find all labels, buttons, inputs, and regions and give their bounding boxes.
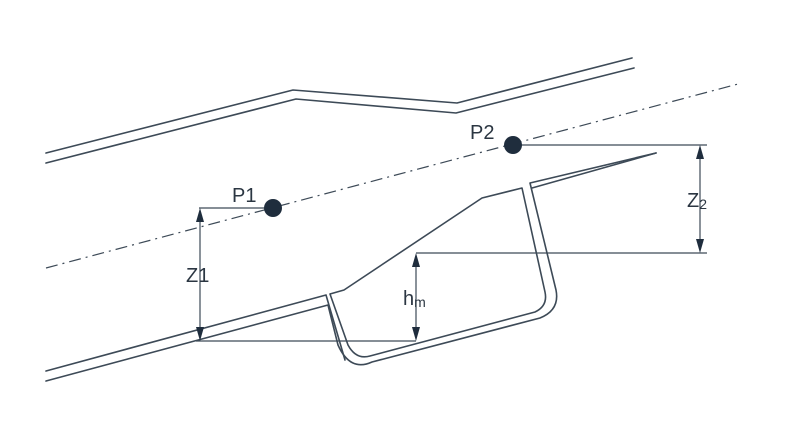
label-hm-main: h [403,288,414,310]
label-z2: Z2 [687,190,707,212]
label-p1: P1 [232,185,256,207]
label-z1: Z1 [186,265,209,287]
label-z2-subscript: 2 [699,196,707,212]
point-p1-marker [264,199,282,217]
lower-pipe-wall-with-manometer [45,152,657,382]
upper-pipe-wall [45,57,635,164]
hm-dimension [412,253,420,341]
label-hm: hm [403,288,426,310]
z1-dimension [196,207,416,342]
z2-dimension [416,144,707,254]
label-hm-subscript: m [414,294,426,310]
point-p2-marker [504,136,522,154]
label-z2-main: Z [687,190,699,212]
pipe-centerline [45,83,739,269]
label-p2: P2 [470,122,494,144]
